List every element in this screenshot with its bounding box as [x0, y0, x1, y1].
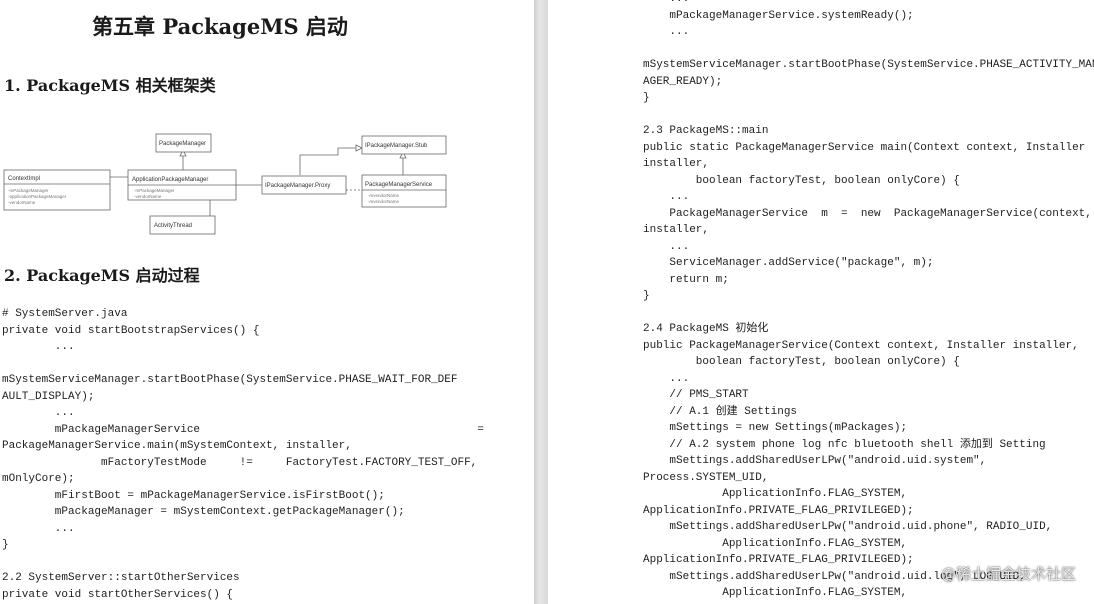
section-heading-framework-classes: 1. PackageMS 相关框架类	[4, 76, 216, 95]
section-heading-startup-process: 2. PackageMS 启动过程	[4, 266, 200, 285]
class-name-activity-thread: ActivityThread	[154, 223, 192, 229]
class-diagram: ContextImpl -mPackageManager -applicatio…	[3, 133, 447, 235]
code-block-system-server: # SystemServer.java private void startBo…	[2, 308, 484, 601]
class-name-ipackage-manager-proxy: IPackageManager.Proxy	[265, 183, 330, 189]
class-attr: -mvendorName	[368, 199, 400, 204]
uml-class-application-package-manager: ApplicationPackageManager -mPackageManag…	[127, 169, 237, 201]
diagram-connectors	[110, 144, 407, 226]
class-attr: -vendorName	[134, 194, 162, 199]
class-attr: -mPackageManager	[8, 188, 49, 193]
class-name-application-package-manager: ApplicationPackageManager	[132, 177, 208, 183]
right-document-page: ... mPackageManagerService.systemReady()…	[548, 0, 1094, 604]
class-name-package-manager-service: PackageManagerService	[365, 182, 433, 188]
class-attr: -applicationPackageManager	[8, 194, 67, 199]
watermark: @稀土掘金技术社区	[940, 565, 1076, 583]
uml-class-activity-thread: ActivityThread	[149, 215, 216, 235]
uml-class-context-impl: ContextImpl -mPackageManager -applicatio…	[3, 169, 111, 211]
class-attr: -mvendorName	[368, 193, 400, 198]
uml-class-package-manager: PackageManager	[155, 133, 212, 153]
page-gutter	[534, 0, 548, 604]
class-name-package-manager: PackageManager	[159, 141, 206, 147]
left-document-page: 第五章 PackageMS 启动 1. PackageMS 相关框架类 Cont…	[0, 0, 534, 604]
class-attr: -vendorName	[8, 200, 36, 205]
code-block-package-manager-service: ... mPackageManagerService.systemReady()…	[643, 0, 1094, 599]
uml-class-ipackage-manager-proxy: IPackageManager.Proxy	[261, 175, 347, 195]
class-attr: -mPackageManager	[134, 188, 175, 193]
uml-class-package-manager-service: PackageManagerService -mvendorName -mven…	[361, 174, 447, 208]
uml-class-ipackage-manager-stub: IPackageManager.Stub	[361, 135, 447, 155]
class-name-ipackage-manager-stub: IPackageManager.Stub	[365, 143, 428, 149]
class-name-context-impl: ContextImpl	[8, 176, 40, 182]
chapter-title: 第五章 PackageMS 启动	[92, 14, 348, 39]
